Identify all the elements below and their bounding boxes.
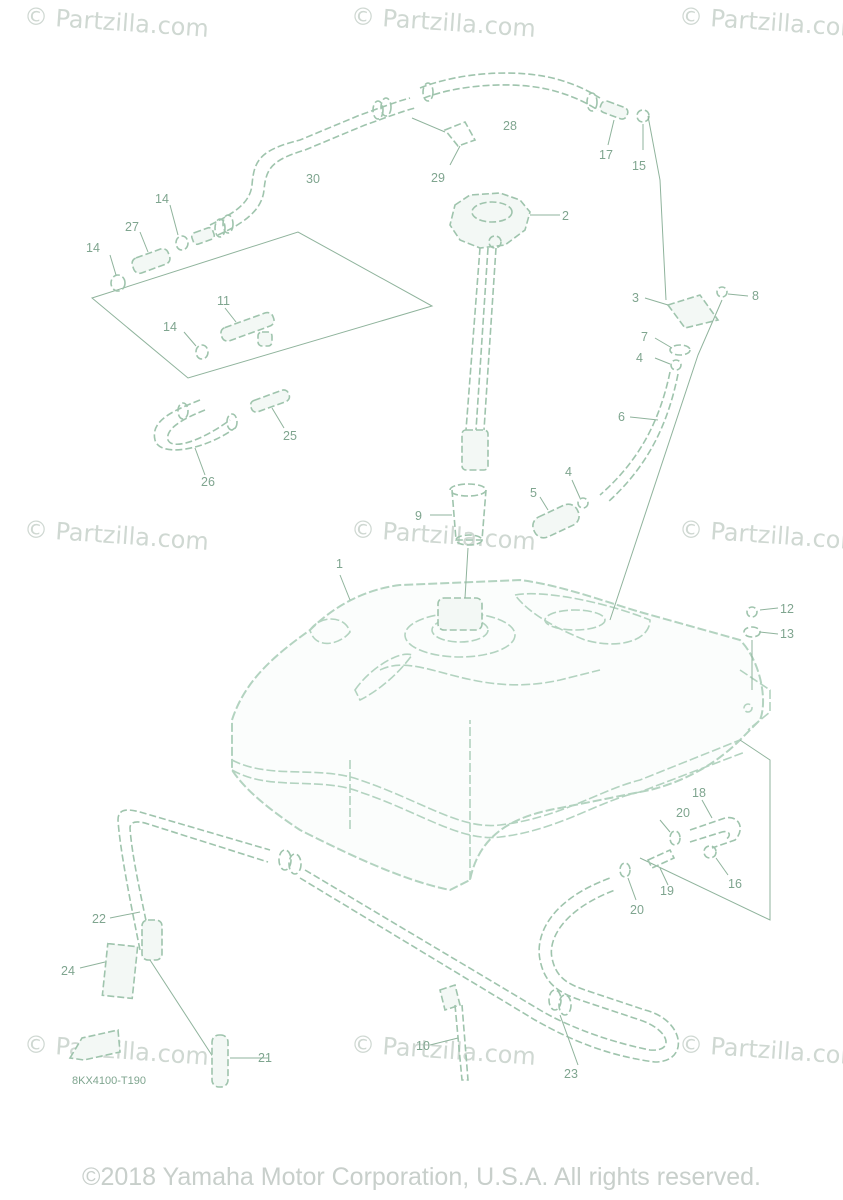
hose-25[interactable]	[249, 389, 291, 414]
callout-24: 24	[61, 964, 75, 978]
clip-20[interactable]	[669, 830, 681, 846]
fuel-hose-6[interactable]	[599, 371, 679, 503]
hose-clip-29[interactable]	[443, 120, 477, 147]
callout-14: 14	[86, 241, 100, 255]
callout-8: 8	[752, 289, 759, 303]
drain-hose-22[interactable]	[117, 809, 302, 961]
vent-hose-30[interactable]	[209, 97, 416, 238]
clamp-4[interactable]	[577, 497, 589, 509]
hose-23[interactable]	[299, 869, 680, 1063]
diagram-code: 8KX4100-T190	[72, 1075, 146, 1087]
strainer-9[interactable]	[449, 483, 487, 546]
clip-14[interactable]	[175, 235, 189, 251]
joint-27[interactable]	[130, 247, 171, 275]
callout-17: 17	[599, 148, 613, 162]
clamp-15[interactable]	[636, 109, 650, 123]
callout-1: 1	[336, 557, 343, 571]
clamp-16[interactable]	[703, 845, 717, 859]
callout-30: 30	[306, 172, 320, 186]
callout-11: 11	[217, 294, 230, 308]
vent-hose-28[interactable]	[419, 72, 601, 112]
bolt-8[interactable]	[716, 286, 728, 298]
fuel-cap-2[interactable]	[449, 192, 531, 249]
joint-19[interactable]	[646, 848, 676, 870]
callout-28: 28	[503, 119, 517, 133]
clamp-4[interactable]	[670, 359, 682, 371]
callout-3: 3	[632, 291, 639, 305]
callout-10: 10	[416, 1039, 430, 1053]
damper-13[interactable]	[743, 626, 761, 638]
callout-18: 18	[692, 786, 706, 800]
callout-26: 26	[201, 475, 215, 489]
callout-27: 27	[125, 220, 139, 234]
clip-14[interactable]	[195, 344, 209, 360]
callout-25: 25	[283, 429, 297, 443]
gasket-7[interactable]	[669, 344, 691, 356]
callout-19: 19	[660, 884, 674, 898]
hose-guide-10[interactable]	[439, 983, 469, 1081]
callout-22: 22	[92, 912, 106, 926]
pipe-17[interactable]	[599, 100, 629, 121]
front-arrow-icon	[68, 1029, 121, 1061]
callout-20: 20	[676, 806, 690, 820]
fuel-filter-5[interactable]	[530, 501, 583, 541]
bracket-3[interactable]	[666, 294, 720, 329]
callout-23: 23	[564, 1067, 578, 1081]
callout-20: 20	[630, 903, 644, 917]
callout-12: 12	[780, 602, 794, 616]
nut-12[interactable]	[746, 606, 758, 618]
callout-9: 9	[415, 509, 422, 523]
callout-4: 4	[636, 351, 643, 365]
hose-26[interactable]	[153, 399, 238, 451]
clip-20[interactable]	[619, 862, 631, 878]
callout-14: 14	[155, 192, 169, 206]
callout-29: 29	[431, 171, 445, 185]
callout-13: 13	[780, 627, 794, 641]
callout-7: 7	[641, 330, 648, 344]
hose-18[interactable]	[689, 816, 741, 849]
fuel-tank[interactable]	[231, 578, 771, 892]
joint-11[interactable]	[219, 311, 275, 347]
callout-14: 14	[163, 320, 177, 334]
callout-2: 2	[562, 209, 569, 223]
gauge-rod[interactable]	[461, 247, 497, 471]
callout-4: 4	[565, 465, 572, 479]
callout-21: 21	[258, 1051, 272, 1065]
callout-16: 16	[728, 877, 742, 891]
clip-14[interactable]	[110, 274, 126, 292]
label-24[interactable]	[101, 942, 139, 1000]
callout-6: 6	[618, 410, 625, 424]
copyright-notice: ©2018 Yamaha Motor Corporation, U.S.A. A…	[82, 1163, 761, 1191]
callout-5: 5	[530, 486, 537, 500]
callout-15: 15	[632, 159, 646, 173]
drain-pipe-21[interactable]	[211, 1034, 229, 1088]
